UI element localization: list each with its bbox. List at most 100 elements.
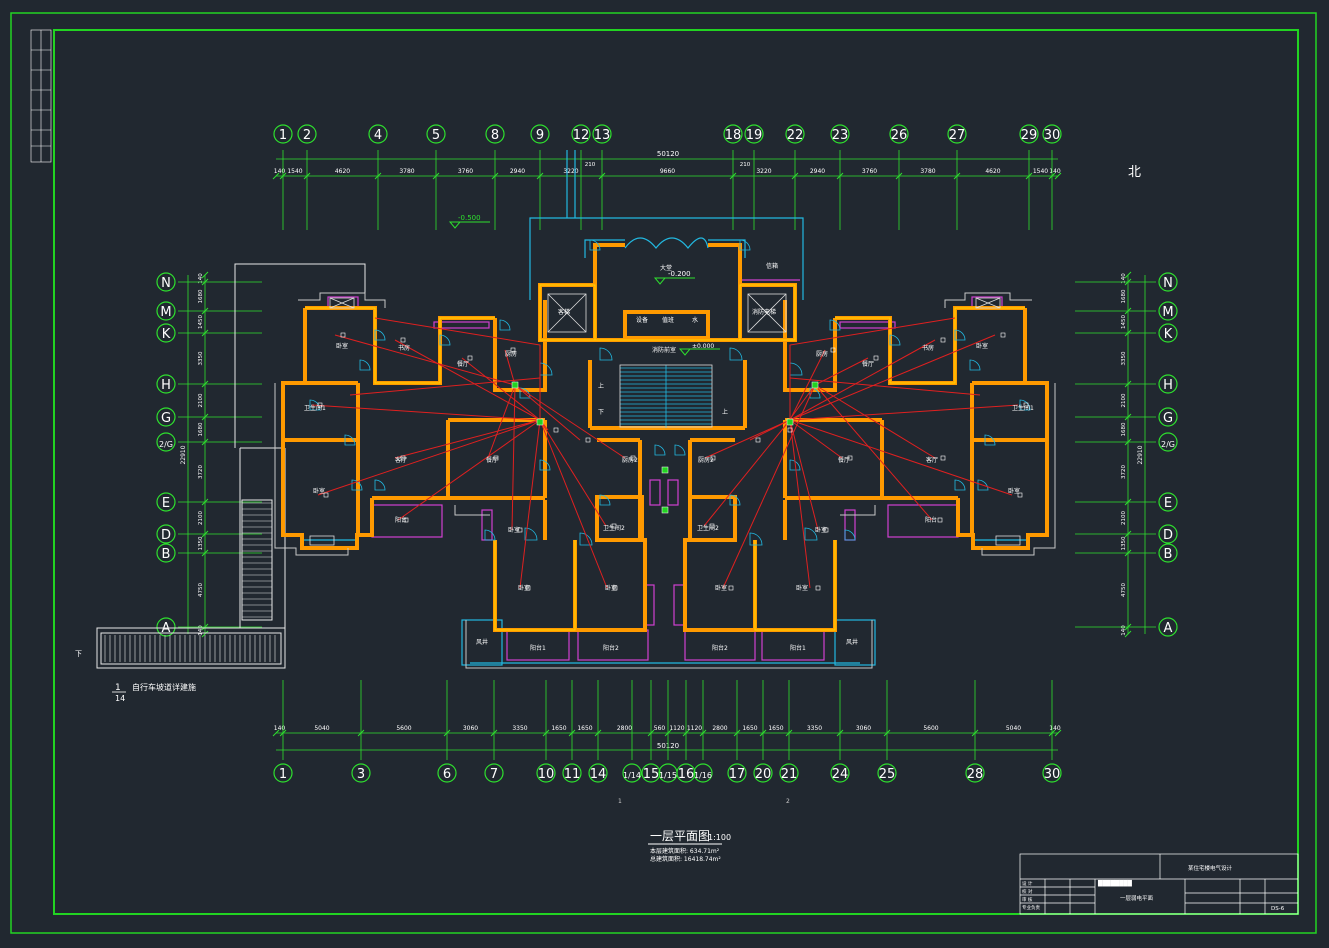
bottom-axis-11-circle: [562, 763, 582, 783]
room-mailbox: 信箱: [766, 262, 778, 270]
panel-box: [661, 506, 669, 514]
side-dim-label: 1680: [198, 289, 204, 303]
room-bed-c6: 卧室: [815, 526, 827, 534]
room-living-r: 客厅: [926, 456, 938, 464]
side-dim-label: 3720: [1121, 465, 1127, 479]
wire-run: [789, 404, 1019, 421]
bottom-axis-21: 21: [781, 767, 798, 782]
top-dim-label: 1540: [287, 168, 302, 175]
wire-run: [397, 419, 541, 521]
room-bed-tr: 卧室: [976, 342, 988, 350]
room-dining2-l: 餐厅: [486, 456, 498, 464]
drawing-scale: 1:100: [708, 833, 731, 842]
room-dining2-r: 餐厅: [838, 456, 850, 464]
right-axis-B: B: [1164, 547, 1173, 562]
side-dim-label: 1350: [198, 536, 204, 550]
bicycle-ramp: [96, 263, 366, 669]
side-dim-label: 1680: [198, 422, 204, 436]
door-swing: [309, 399, 321, 411]
elevation-lobby: -0.200: [668, 270, 691, 278]
top-axis-27: 27: [949, 128, 966, 143]
bottom-axis-15: 15: [643, 767, 660, 782]
wire-run: [539, 419, 607, 527]
bottom-dim-label: 1650: [551, 725, 566, 732]
left-axis-E-circle: [156, 492, 176, 512]
panel-box: [511, 381, 519, 389]
room-fan-l: 风井: [476, 638, 488, 646]
right-axis-2-G: 2/G: [1161, 440, 1175, 449]
bottom-axis-28-circle: [965, 763, 985, 783]
left-axis-M-circle: [156, 301, 176, 321]
top-axis-30: 30: [1044, 128, 1061, 143]
room-bath-cr: 卫生间2: [697, 524, 719, 532]
bottom-dim-label: 1650: [577, 725, 592, 732]
side-dim-label: 140: [198, 625, 204, 636]
bottom-axis-16: 16: [678, 767, 695, 782]
page-mark-2: 2: [786, 798, 790, 805]
bottom-dim-label: 1120: [687, 725, 702, 732]
top-dim-label: 140: [1049, 168, 1061, 175]
top-axis-9: 9: [536, 128, 544, 143]
right-axis-D: D: [1163, 528, 1173, 543]
side-dim-label: 1350: [1121, 536, 1127, 550]
outlet-symbol: [585, 437, 591, 443]
outlet-symbol: [525, 585, 531, 591]
top-axis-23-circle: [830, 124, 850, 144]
stair-down-label: 下: [598, 409, 604, 416]
ramp-ref-top: 1: [115, 683, 121, 693]
bottom-axis-3: 3: [357, 767, 365, 782]
door-swing: [484, 529, 496, 541]
room-bed-c3: 卧室: [605, 584, 617, 592]
title-block: [1019, 853, 1299, 915]
bottom-dim-label: 1120: [669, 725, 684, 732]
top-axis-22: 22: [787, 128, 804, 143]
room-equip: 设备: [636, 316, 648, 324]
top-dim-label: 4620: [335, 168, 350, 175]
door-swing: [844, 529, 856, 541]
side-total-label: 22910: [180, 445, 187, 464]
room-dining-l: 餐厅: [457, 360, 469, 368]
top-dim-label: 3760: [862, 168, 877, 175]
wire-trunk-right-2: [789, 377, 981, 396]
door-swing: [359, 359, 371, 371]
top-dim-label: 1540: [1033, 168, 1048, 175]
room-bed-r: 卧室: [1008, 487, 1020, 495]
ramp-note: 自行车坡道详建施: [132, 682, 196, 692]
top-dim-label: 3760: [458, 168, 473, 175]
outlet-symbol: [1000, 332, 1006, 338]
wire-trunk-left: [374, 317, 541, 420]
door-swing: [977, 479, 989, 491]
side-dim-label: 1450: [1121, 315, 1127, 329]
top-axis-26-circle: [889, 124, 909, 144]
bottom-axis-7-circle: [484, 763, 504, 783]
top-axis-4-circle: [368, 124, 388, 144]
left-axis-H: H: [161, 378, 171, 393]
top-small-2: 210: [740, 162, 751, 168]
door-swing: [344, 434, 356, 446]
wire-run: [514, 384, 626, 459]
window-lines: [300, 150, 1030, 666]
wire-run: [487, 384, 516, 459]
top-dim-tick: [272, 172, 280, 180]
outlet-symbol: [553, 427, 559, 433]
room-elevator-right: 消防电梯: [752, 308, 776, 316]
room-water: 水: [692, 316, 698, 324]
top-axis-12: 12: [573, 128, 590, 143]
outlet-symbol: [517, 527, 523, 533]
top-axis-13-circle: [592, 124, 612, 144]
outlet-symbol: [847, 455, 853, 461]
wire-run: [394, 339, 541, 421]
title-sheet-no: DS-6: [1271, 906, 1285, 912]
bottom-axis-15-circle: [641, 763, 661, 783]
bottom-axis-30: 30: [1044, 767, 1061, 782]
wire-run: [814, 384, 933, 521]
page-mark-1: 1: [618, 798, 622, 805]
right-axis-A-circle: [1158, 617, 1178, 637]
bottom-dim-label: 140: [1049, 725, 1061, 732]
panel-box: [811, 381, 819, 389]
top-axis-29: 29: [1021, 128, 1038, 143]
left-axis-H-circle: [156, 374, 176, 394]
right-axis-G-circle: [1158, 407, 1178, 427]
bottom-dim-label: 3350: [807, 725, 822, 732]
door-swing: [829, 319, 841, 331]
